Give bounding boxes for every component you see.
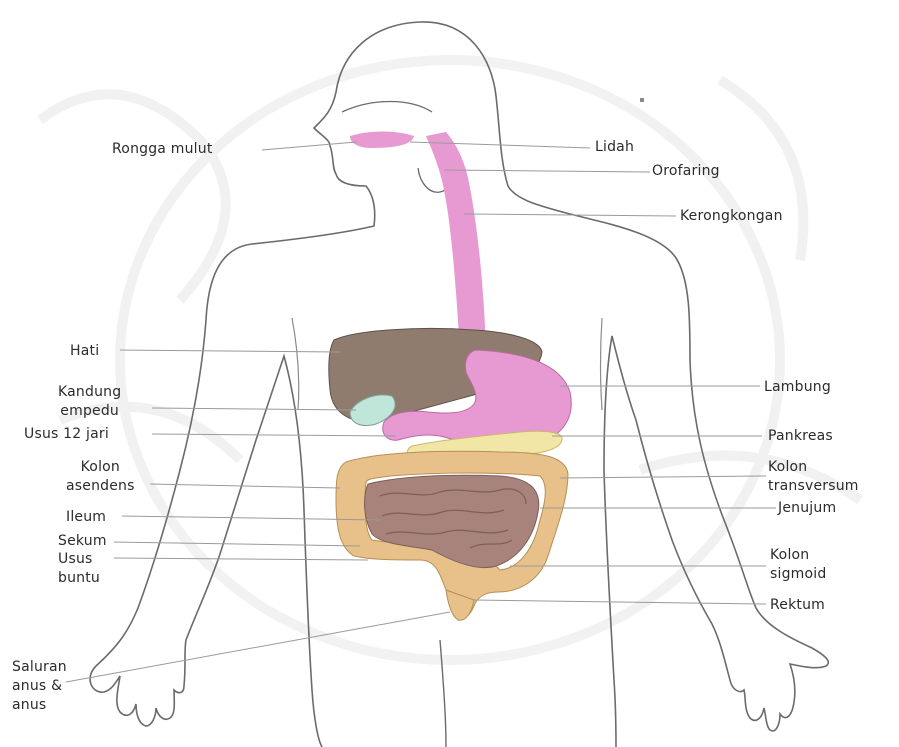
nasal-cavity xyxy=(342,102,432,113)
label-kolon-asendens: Kolon asendens xyxy=(66,458,135,496)
label-lidah: Lidah xyxy=(595,138,634,157)
label-kolon-sigmoid: Kolon sigmoid xyxy=(770,546,826,584)
label-pankreas: Pankreas xyxy=(768,427,833,446)
label-rektum: Rektum xyxy=(770,596,825,615)
label-rongga-mulut: Rongga mulut xyxy=(112,140,213,159)
esophagus xyxy=(426,132,486,350)
label-orofaring: Orofaring xyxy=(652,162,720,181)
label-saluran-anus: Saluran anus & anus xyxy=(12,658,67,715)
label-usus-12-jari: Usus 12 jari xyxy=(24,425,109,444)
label-kolon-transversum: Kolon transversum xyxy=(768,458,859,496)
label-ileum: Ileum xyxy=(66,508,106,527)
label-usus-buntu: Usus buntu xyxy=(58,550,100,588)
label-kandung-empedu: Kandung empedu xyxy=(58,383,121,421)
label-sekum: Sekum xyxy=(58,532,107,551)
chest-line-right xyxy=(601,318,603,410)
label-jenujum: Jenujum xyxy=(778,499,836,518)
label-kerongkongan: Kerongkongan xyxy=(680,207,783,226)
label-lambung: Lambung xyxy=(764,378,831,397)
marker-dot xyxy=(640,98,644,102)
label-hati: Hati xyxy=(70,342,99,361)
tongue xyxy=(350,132,414,149)
